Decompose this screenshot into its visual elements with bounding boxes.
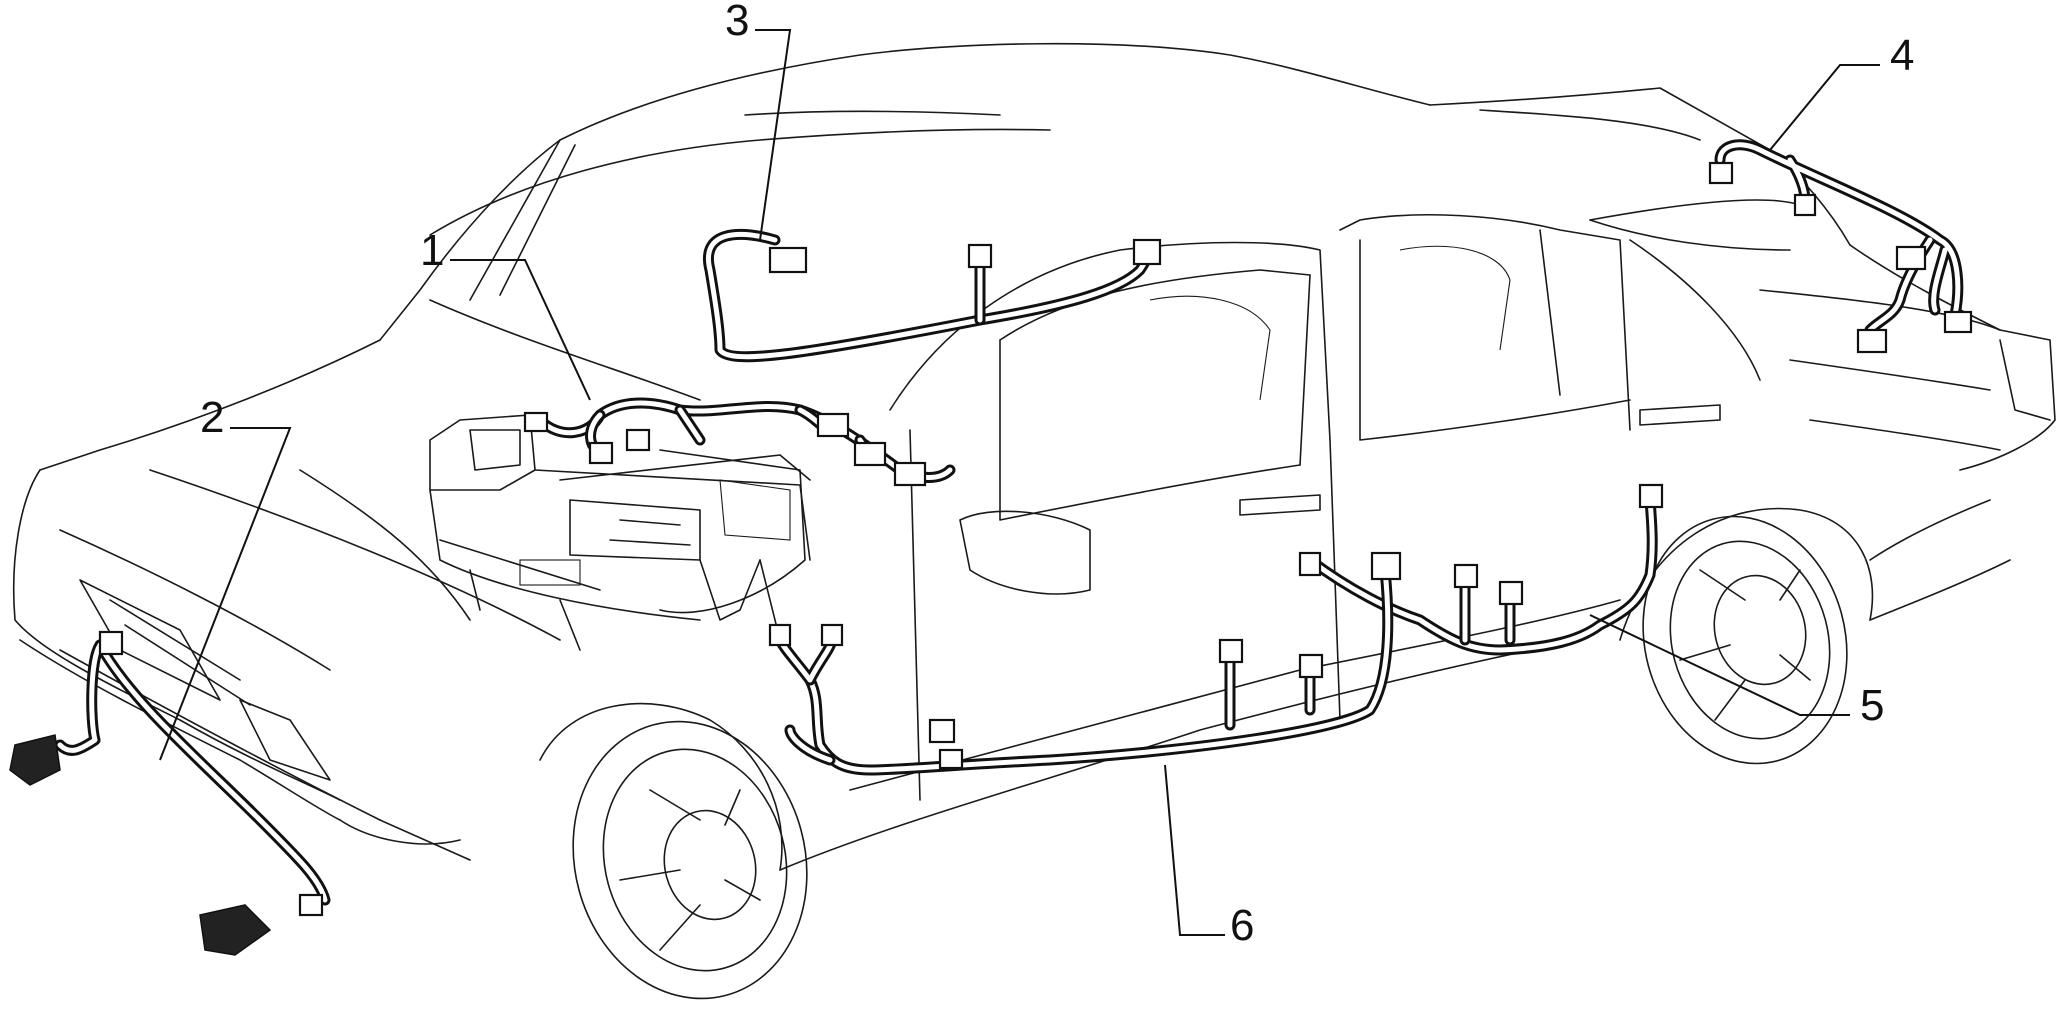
connector xyxy=(523,411,549,433)
harness-1 xyxy=(523,397,956,487)
callout-4: 4 xyxy=(1890,31,1914,80)
callout-5: 5 xyxy=(1860,681,1884,730)
callout-leaders xyxy=(159,29,1880,936)
callouts: 1 2 3 4 5 6 xyxy=(200,0,1914,950)
horn-icon xyxy=(9,734,61,786)
callout-1: 1 xyxy=(420,226,444,275)
harness-6 xyxy=(768,551,1402,776)
car-body xyxy=(12,42,2056,1000)
harness-3 xyxy=(702,229,1162,363)
callout-2: 2 xyxy=(200,393,224,442)
harness-5 xyxy=(1298,483,1664,656)
callout-6: 6 xyxy=(1230,901,1254,950)
harness-4 xyxy=(1708,139,1973,354)
horn-icon xyxy=(199,904,272,956)
callout-3: 3 xyxy=(725,0,749,45)
harness-2 xyxy=(9,630,331,956)
heater-assembly xyxy=(429,414,811,651)
